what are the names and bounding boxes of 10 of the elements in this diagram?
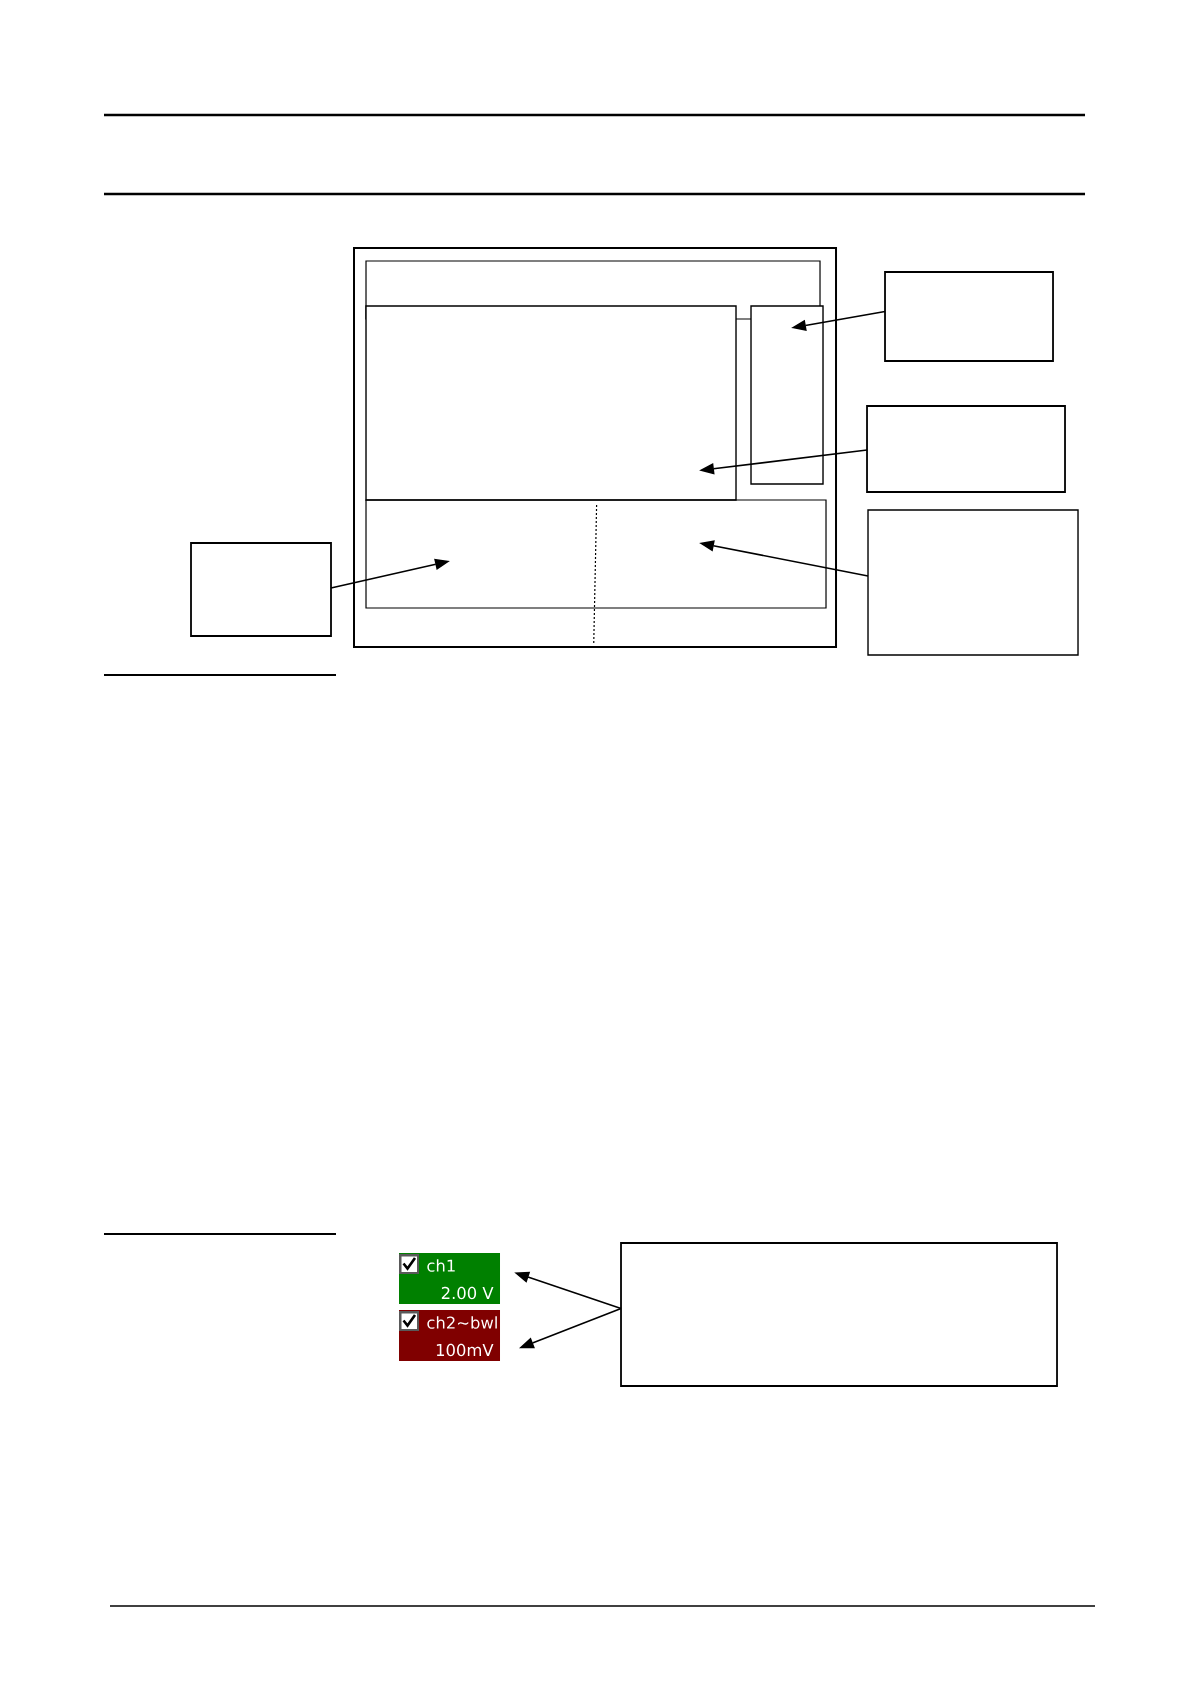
callout-box: [620, 1242, 1058, 1387]
display-frame: [353, 246, 837, 648]
panel-box: [750, 305, 824, 485]
callout-box: [884, 271, 1054, 362]
channel-badge: ch2~bwl 100mV: [399, 1310, 500, 1361]
region-box: [365, 305, 737, 501]
callout-box: [190, 542, 332, 637]
region-box: [365, 499, 827, 609]
callout-box: [866, 405, 1066, 493]
callout-box: [867, 509, 1079, 656]
